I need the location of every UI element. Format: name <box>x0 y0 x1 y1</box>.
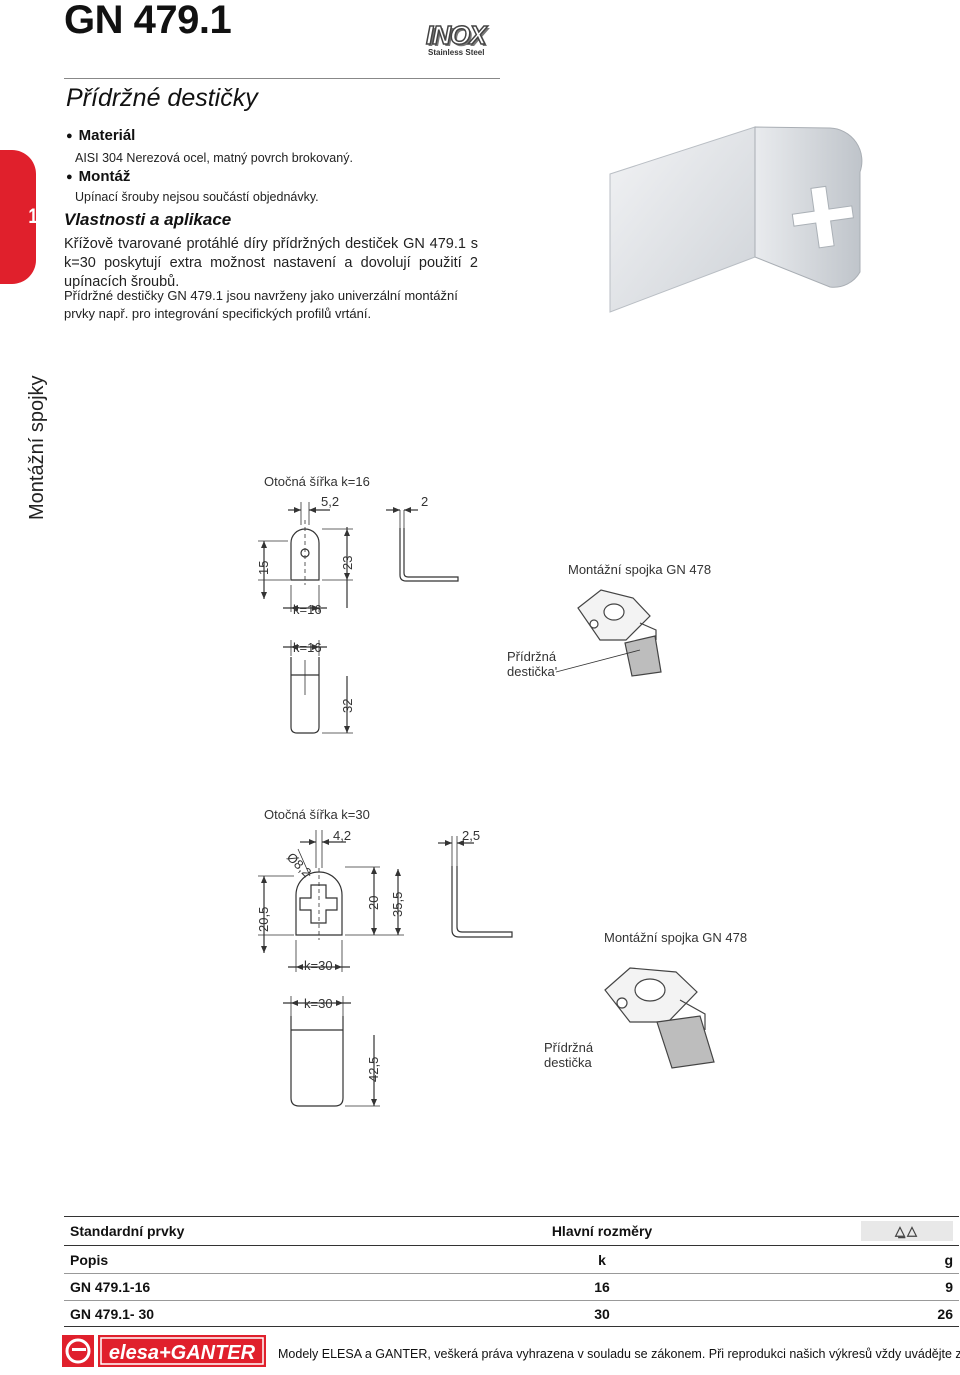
mounting-heading: Montáž <box>66 168 131 185</box>
properties-heading: Vlastnosti a aplikace <box>64 210 232 229</box>
properties-paragraph-2: Přídržné destičky GN 479.1 jsou navrženy… <box>64 288 458 321</box>
mounting-text: Upínací šrouby nejsou součástí objednávk… <box>75 190 319 204</box>
lower-dim-width-side: k=30 <box>304 996 333 1011</box>
upper-dim-height: 23 <box>340 556 355 570</box>
upper-plate-label-2: destička' <box>507 664 557 679</box>
upper-connector-label: Montážní spojka GN 478 <box>568 562 711 577</box>
lower-plate-label-2: destička <box>544 1055 592 1070</box>
table-subheader-row: Popis k g <box>64 1245 959 1274</box>
table-header-standard: Standardní prvky <box>64 1216 396 1246</box>
subheader-popis: Popis <box>64 1245 396 1274</box>
upper-dim-width-side: k=16 <box>293 640 322 655</box>
product-photo <box>609 126 863 313</box>
upper-dim-length: 32 <box>340 699 355 713</box>
upper-dim-thickness: 2 <box>421 494 428 509</box>
table-row: GN 479.1- 30 30 26 <box>64 1300 959 1327</box>
table-header-row: Standardní prvky Hlavní rozměry △̲△ <box>64 1216 959 1246</box>
lower-dim-width-top: k=30 <box>304 958 333 973</box>
lower-heading: Otočná šířka k=30 <box>264 807 370 822</box>
lower-dim-height: 20 <box>366 896 381 910</box>
title-divider <box>64 78 500 79</box>
properties-paragraph-1: Křížově tvarované protáhlé díry přídržný… <box>64 236 478 290</box>
row-g: 26 <box>808 1300 959 1327</box>
section-tab <box>0 150 36 284</box>
material-text: AISI 304 Nerezová ocel, matný povrch bro… <box>75 151 353 165</box>
subheader-k: k <box>396 1245 808 1274</box>
row-g: 9 <box>808 1273 959 1301</box>
page-subtitle: Přídržné destičky <box>66 84 258 112</box>
subheader-g: g <box>808 1245 959 1274</box>
lower-dim-height-total: 35,5 <box>390 892 405 917</box>
footer-copyright: Modely ELESA a GANTER, veškerá práva vyh… <box>278 1347 960 1361</box>
material-heading: Materiál <box>66 127 136 144</box>
upper-plate-label-1: Přídržná <box>507 649 557 664</box>
table-row: GN 479.1-16 16 9 <box>64 1273 959 1301</box>
lower-dim-thickness: 2,5 <box>462 828 480 843</box>
row-popis: GN 479.1- 30 <box>64 1300 396 1327</box>
row-k: 30 <box>396 1300 808 1327</box>
lower-dim-hole: 4,2 <box>333 828 351 843</box>
lower-dim-length: 42,5 <box>366 1057 381 1082</box>
page-title: GN 479.1 <box>64 0 232 42</box>
elesa-ganter-logo: elesa+GANTER <box>62 1335 266 1367</box>
lower-plate-label-1: Přídržná <box>544 1040 594 1055</box>
row-k: 16 <box>396 1273 808 1301</box>
inox-badge: INOX Stainless Steel <box>425 20 504 57</box>
spec-table: Standardní prvky Hlavní rozměry △̲△ Popi… <box>64 1216 959 1327</box>
inox-badge-big: INOX <box>425 20 487 50</box>
lower-connector-label: Montážní spojka GN 478 <box>604 930 747 945</box>
table-header-dimensions: Hlavní rozměry <box>396 1216 808 1246</box>
upper-dim-hole: 5,2 <box>321 494 339 509</box>
upper-heading: Otočná šířka k=16 <box>264 474 370 489</box>
row-popis: GN 479.1-16 <box>64 1273 396 1301</box>
section-number: 12 <box>28 205 48 228</box>
technical-drawing: Otočná šířka k=16 5,2 2 15 23 k=16 k=16 … <box>256 474 747 1107</box>
weight-scale-icon: △̲△ <box>861 1221 953 1241</box>
upper-dim-width-top: k=16 <box>293 602 322 617</box>
lower-dim-height-hole: 20,5 <box>256 907 271 932</box>
logo-text: elesa+GANTER <box>109 1342 256 1364</box>
upper-dim-height-hole: 15 <box>256 561 271 575</box>
inox-badge-small: Stainless Steel <box>428 48 485 57</box>
